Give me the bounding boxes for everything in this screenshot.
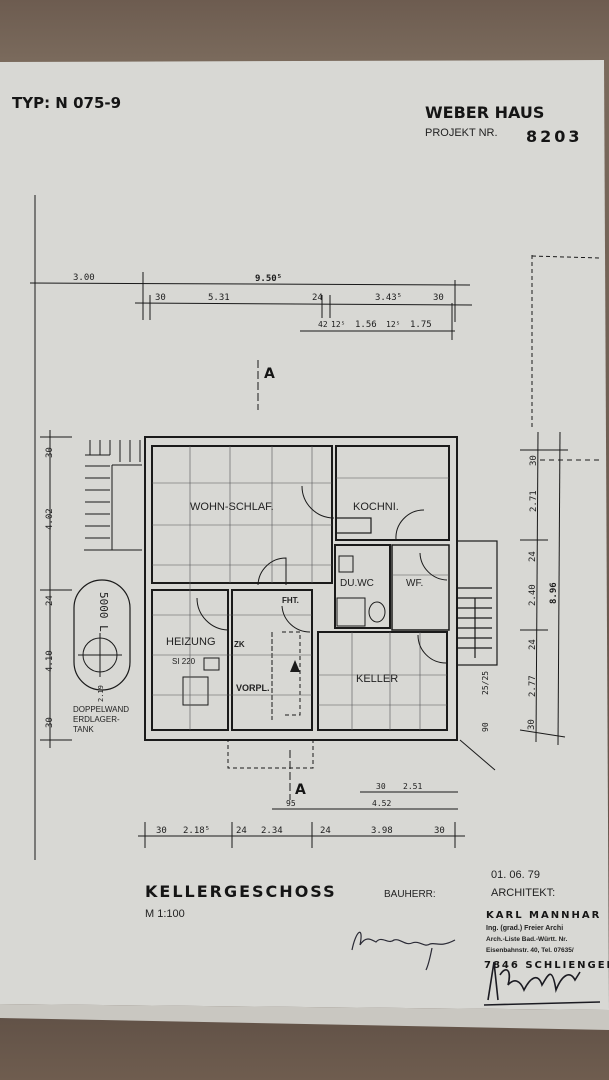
dim-text: 42 — [318, 320, 328, 329]
dim-text: 30 — [155, 293, 166, 303]
dim-text: 5.31 — [208, 293, 230, 303]
dim-text: 2.19 — [97, 685, 105, 702]
room-heizung: HEIZUNG — [166, 636, 216, 648]
company-name: WEBER HAUS — [425, 103, 544, 122]
dim-text: 2.77 — [528, 675, 538, 697]
tank-label: ERDLAGER- — [73, 715, 120, 724]
dim-text: 12⁵ — [331, 320, 345, 329]
room-wf: WF. — [406, 578, 423, 589]
dim-text: 2.51 — [403, 782, 422, 791]
dim-text: 1.75 — [410, 320, 432, 330]
dim-text: 3.43⁵ — [375, 293, 402, 303]
room-wohn-schlaf: WOHN-SCHLAF. — [190, 501, 274, 513]
doors — [196, 485, 448, 664]
oil-tank — [73, 579, 131, 691]
dim-text: 4.02 — [45, 508, 55, 530]
tank-label: DOPPELWAND — [73, 705, 129, 714]
dim-text: 24 — [528, 551, 538, 562]
terrace-hatch — [84, 440, 142, 551]
dim-text: 24 — [45, 595, 55, 606]
dim-text: 4.52 — [372, 799, 391, 808]
paper-under-sheet — [0, 1004, 609, 1030]
floor-grid — [152, 446, 449, 730]
architect-name: KARL MANNHAR — [486, 910, 601, 921]
drawing-title: KELLERGESCHOSS — [145, 882, 337, 901]
dim-text: 2.71 — [529, 490, 539, 512]
type-label: TYP: N 075-9 — [12, 94, 121, 112]
dim-text: 2.40 — [528, 584, 538, 606]
dim-text: 30 — [433, 293, 444, 303]
tank-volume: 5000 L — [97, 592, 110, 632]
dim-text: 2.18⁵ — [183, 826, 210, 836]
architekt-label: ARCHITEKT: — [491, 887, 555, 899]
drawing-scale: M 1:100 — [145, 908, 185, 920]
dim-text: 95 — [286, 799, 296, 808]
room-kochni: KOCHNI. — [353, 501, 399, 513]
room-zk: ZK — [234, 640, 245, 649]
architect-city: 7846 SCHLIENGEN — [484, 960, 609, 971]
tank-label: TANK — [73, 725, 94, 734]
room-keller: KELLER — [356, 673, 398, 685]
dim-text: 8.96 — [549, 582, 559, 604]
section-marker-top: A — [264, 366, 275, 382]
room-vorpl: VORPL. — [236, 683, 270, 693]
dim-text: 24 — [236, 826, 247, 836]
dim-text: 3.00 — [73, 273, 95, 283]
room-fht: FHT. — [282, 596, 299, 605]
architect-line: Eisenbahnstr. 40, Tel. 07635/ — [486, 947, 574, 954]
dim-text: 24 — [312, 293, 323, 303]
dim-text: 4.10 — [45, 650, 55, 672]
dim-text: 30 — [527, 719, 537, 730]
dim-text: 30 — [376, 782, 386, 791]
dim-text: 24 — [528, 639, 538, 650]
dim-text: 30 — [434, 826, 445, 836]
dim-text: 9.50⁵ — [255, 274, 282, 284]
dim-text: 30 — [156, 826, 167, 836]
dim-text: 3.98 — [371, 826, 393, 836]
bauherr-signature — [351, 931, 456, 971]
dim-text: 12⁵ — [386, 320, 400, 329]
paper-sheet — [0, 60, 609, 1010]
dim-text: 2.34 — [261, 826, 283, 836]
architect-line: Ing. (grad.) Freier Archi — [486, 925, 563, 932]
room-du-wc: DU.WC — [340, 578, 374, 589]
project-label: PROJEKT NR. — [425, 127, 498, 139]
dim-text: 30 — [529, 455, 539, 466]
project-number: 8203 — [526, 127, 583, 146]
architect-signature — [483, 961, 601, 1006]
dim-text: 25/25 — [481, 671, 490, 695]
dim-text: 30 — [45, 447, 55, 458]
architect-line: Arch.-Liste Bad.-Württ. Nr. — [486, 936, 567, 943]
dim-text: 90 — [481, 722, 490, 732]
dim-text: 24 — [320, 826, 331, 836]
drawing-date: 01. 06. 79 — [491, 869, 540, 881]
dim-text: 1.56 — [355, 320, 377, 330]
dim-text: 30 — [45, 717, 55, 728]
bauherr-label: BAUHERR: — [384, 889, 436, 900]
room-si: SI 220 — [172, 657, 196, 666]
exterior-stair — [456, 540, 498, 666]
dimension-lines — [29, 195, 601, 860]
section-marker-bottom: A — [295, 782, 306, 798]
